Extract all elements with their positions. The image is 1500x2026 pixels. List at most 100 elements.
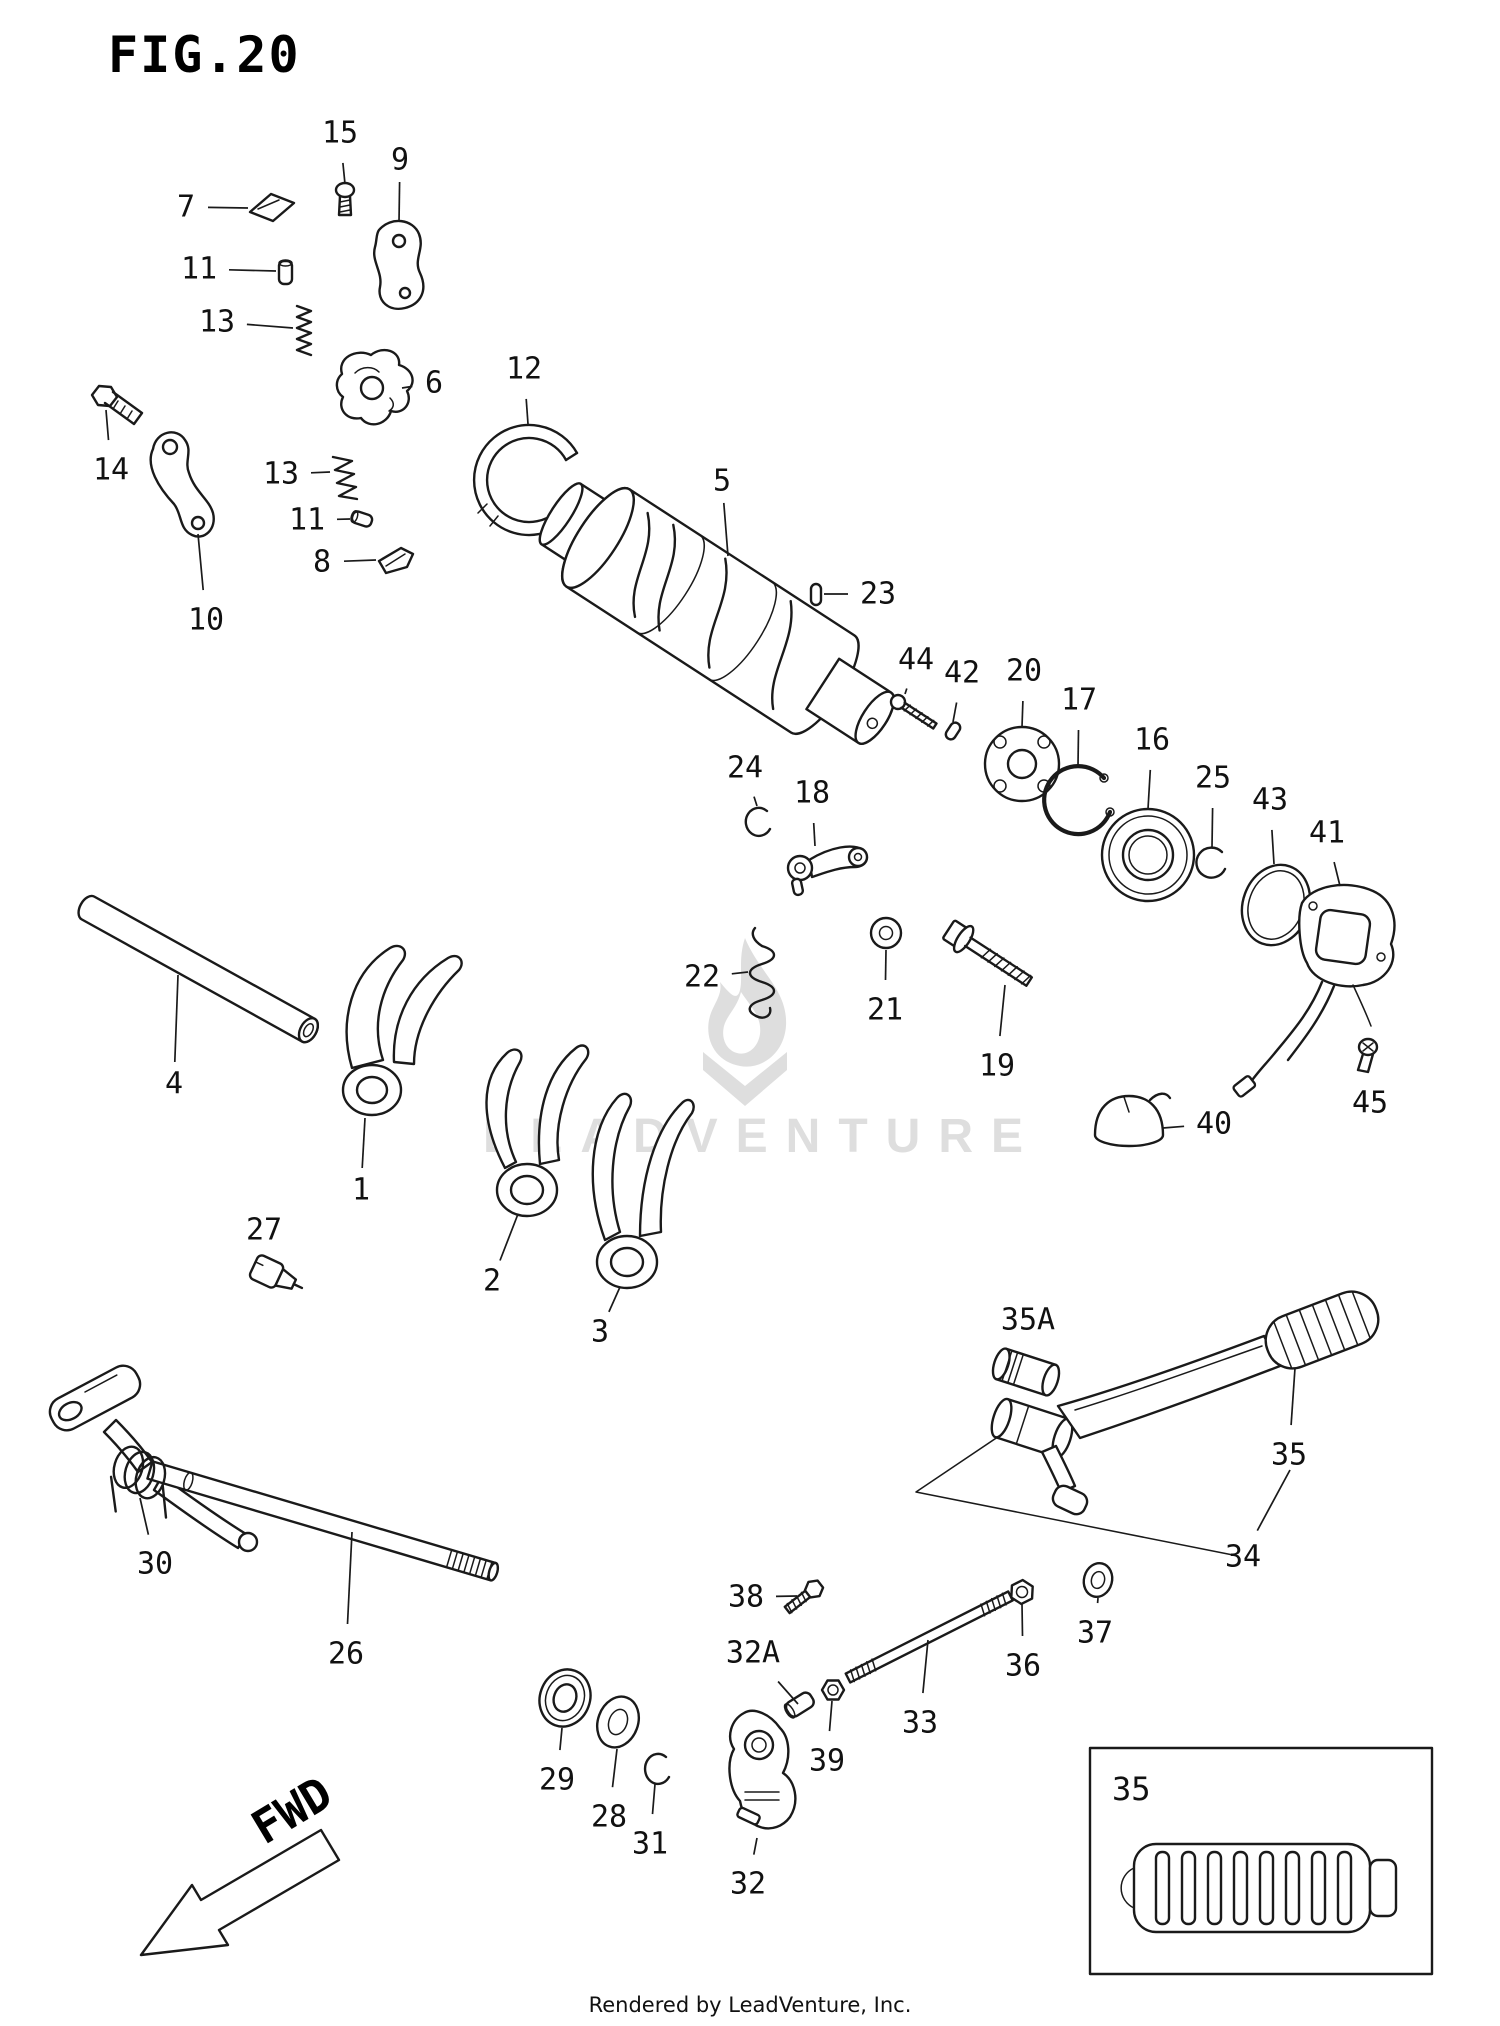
leader-line-5 [722, 502, 729, 557]
callout-18: 18 [794, 776, 830, 811]
callout-9: 9 [391, 143, 409, 178]
fwd-arrow-icon [139, 1828, 341, 1957]
callout-34: 34 [1225, 1540, 1261, 1575]
callout-35: 35 [1271, 1438, 1307, 1473]
callout-13: 13 [199, 305, 235, 340]
part-41-art [1232, 883, 1396, 1098]
leader-line-31 [651, 1783, 656, 1815]
callout-27: 27 [246, 1213, 282, 1248]
callout-14: 14 [93, 453, 129, 488]
part-33-art [844, 1590, 1014, 1684]
watermark-text: LEADVENTURE [483, 1110, 1041, 1163]
leader-line-25 [1211, 807, 1214, 848]
part-30-art [48, 1364, 168, 1519]
leader-line-1 [361, 1117, 366, 1169]
part-39-art [820, 1679, 846, 1701]
inset-grip-art [1120, 1842, 1398, 1934]
callout-28: 28 [591, 1800, 627, 1835]
callout-3: 3 [591, 1315, 609, 1350]
part-11-art [277, 259, 294, 286]
leader-line-35 [1290, 1367, 1296, 1426]
part-42-art [944, 721, 962, 741]
callout-44: 44 [898, 643, 934, 678]
part-19-art [942, 919, 1034, 987]
fwd-indicator: FWD [139, 1766, 341, 1957]
part-23-art [809, 582, 823, 607]
callout-32: 32 [730, 1867, 766, 1902]
leader-line-26 [346, 1531, 353, 1625]
part-40-art [1093, 1092, 1172, 1148]
callout-11: 11 [289, 503, 325, 538]
part-24-art [744, 806, 772, 838]
callout-20: 20 [1006, 654, 1042, 689]
part-3-art [591, 1092, 695, 1290]
part-10-art [149, 431, 215, 538]
leader-line-13 [310, 471, 331, 474]
callout-25: 25 [1195, 761, 1231, 796]
part-13-art [295, 304, 313, 357]
figure-title: FIG.20 [108, 26, 301, 84]
leader-line-15 [342, 162, 346, 185]
callout-24: 24 [727, 751, 763, 786]
leader-line-13 [246, 323, 294, 329]
callout-10: 10 [188, 603, 224, 638]
callout-32A: 32A [726, 1636, 780, 1671]
callout-29: 29 [539, 1763, 575, 1798]
part-29-art [538, 1668, 592, 1728]
part-7-art [248, 192, 296, 223]
callout-36: 36 [1005, 1649, 1041, 1684]
watermark-group: LEADVENTURE [483, 938, 1041, 1163]
part-16-art [1100, 807, 1196, 903]
part-28-art [596, 1695, 640, 1749]
leader-line-11 [228, 268, 277, 272]
callout-1: 1 [352, 1173, 370, 1208]
callout-16: 16 [1134, 723, 1170, 758]
leader-line-22 [731, 971, 749, 975]
leader-line-36 [1021, 1603, 1024, 1637]
callout-19: 19 [979, 1049, 1015, 1084]
callout-22: 22 [684, 960, 720, 995]
callout-40: 40 [1196, 1107, 1232, 1142]
leader-line-4 [173, 974, 179, 1063]
part-20-art [983, 725, 1061, 803]
leader-line-14 [105, 409, 110, 441]
callout-33: 33 [902, 1706, 938, 1741]
part-26-art [146, 1460, 500, 1582]
footer-credit: Rendered by LeadVenture, Inc. [589, 1993, 912, 2017]
part-15-art [334, 181, 356, 217]
watermark-chevron-icon [703, 1052, 787, 1106]
callout-39: 39 [809, 1744, 845, 1779]
leader-line-10 [197, 533, 205, 591]
part-1-art [341, 944, 463, 1117]
leader-line-3 [608, 1286, 621, 1313]
part-4-art [77, 894, 320, 1044]
callout-41: 41 [1309, 816, 1345, 851]
part-18-art [786, 845, 869, 897]
leader-line-33 [922, 1639, 929, 1694]
callout-45: 45 [1352, 1086, 1388, 1121]
part-21-art [869, 916, 903, 950]
part-38-art [783, 1579, 825, 1615]
leader-line-19 [999, 984, 1006, 1037]
callout-35A: 35A [1001, 1303, 1055, 1338]
callout-43: 43 [1252, 783, 1288, 818]
callout-23: 23 [860, 577, 896, 612]
callout-2: 2 [483, 1264, 501, 1299]
leader-line-21 [884, 949, 887, 981]
leader-line-17 [1077, 729, 1080, 767]
callout-6: 6 [425, 366, 443, 401]
leader-line-29 [559, 1727, 563, 1751]
callout-8: 8 [313, 545, 331, 580]
part-14-art [90, 384, 144, 426]
leader-line-32 [752, 1837, 758, 1855]
diagram-art: 35 FWD [48, 181, 1434, 1976]
callout-26: 26 [328, 1637, 364, 1672]
callout-21: 21 [867, 993, 903, 1028]
leader-line-43 [1271, 829, 1275, 865]
callout-38: 38 [728, 1580, 764, 1615]
part-35-art [1040, 1290, 1380, 1516]
leader-line-30 [139, 1497, 150, 1535]
